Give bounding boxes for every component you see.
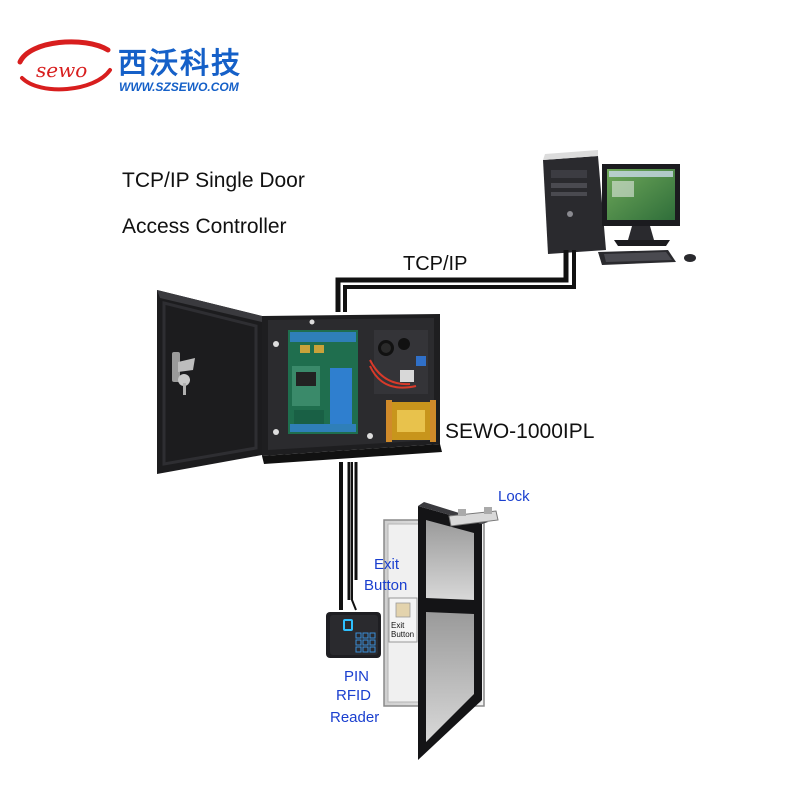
diagram-title-line1: TCP/IP Single Door: [122, 169, 305, 192]
transformer-icon: [386, 400, 436, 442]
logo-mark-text: sewo: [36, 58, 87, 82]
reader-label-line3: Reader: [330, 709, 379, 726]
power-supply-board: [369, 330, 428, 394]
exit-button-label-line2: Button: [364, 577, 407, 594]
reader-label-line1: PIN: [344, 668, 369, 685]
exit-plate-label-line2: Button: [391, 630, 414, 639]
door-leaf: [418, 502, 488, 760]
magnetic-lock-icon: [448, 507, 499, 527]
computer-icon: [543, 150, 696, 265]
tcpip-cable: [335, 250, 576, 312]
network-label: TCP/IP: [403, 253, 467, 275]
exit-button-label-line1: Exit: [374, 556, 400, 573]
controller-board: [288, 330, 358, 434]
exit-button-plate: Exit Button: [388, 597, 418, 643]
brand-url: WWW.SZSEWO.COM: [119, 80, 240, 94]
brand-name-cn: 西沃科技: [118, 47, 242, 80]
rfid-pin-reader: [326, 612, 381, 658]
brand-logo: sewo 西沃科技 WWW.SZSEWO.COM: [17, 39, 242, 94]
controller-cables: [339, 462, 358, 611]
controller-model-label: SEWO-1000IPL: [445, 420, 594, 443]
logo-swoosh-icon: sewo: [17, 39, 112, 92]
cabinet-key-icon: [172, 352, 195, 395]
controller-cabinet: [157, 290, 442, 474]
diagram-title-line2: Access Controller: [122, 215, 287, 238]
reader-led-icon: [343, 619, 353, 631]
door-assembly: Exit Button: [383, 502, 499, 760]
reader-keypad-icon: [355, 632, 376, 653]
exit-plate-label-line1: Exit: [391, 621, 405, 630]
reader-label-line2: RFID: [336, 687, 371, 704]
lock-label: Lock: [498, 488, 530, 505]
